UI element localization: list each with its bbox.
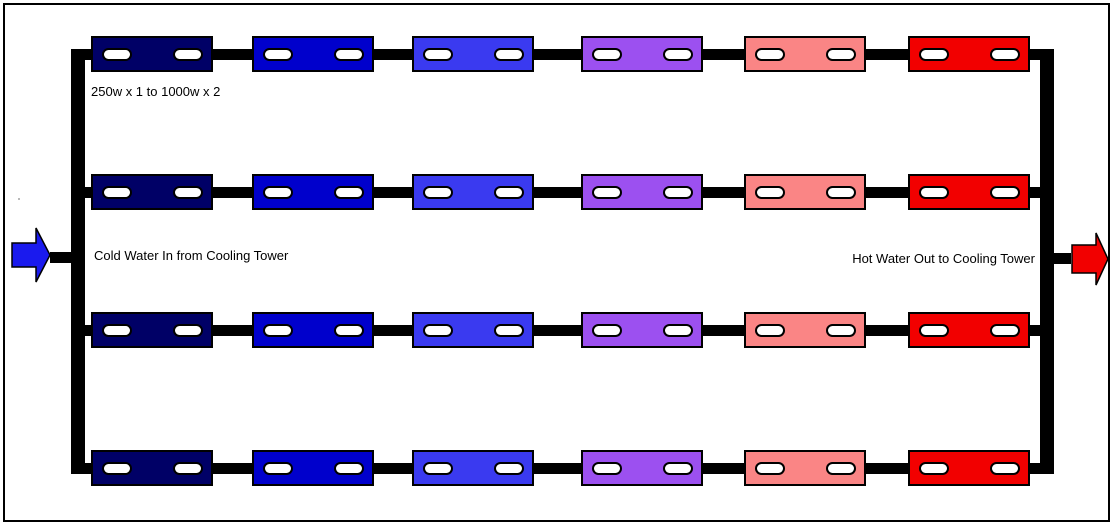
heater-port [263, 186, 293, 199]
heater-port [592, 186, 622, 199]
heater-port [990, 186, 1020, 199]
outer-frame [3, 3, 1110, 522]
heater-block [412, 450, 534, 486]
hot-water-arrow-icon [1071, 232, 1109, 286]
heater-block [581, 174, 703, 210]
heater-port [102, 186, 132, 199]
heater-port [663, 324, 693, 337]
heater-port [990, 48, 1020, 61]
heater-port [990, 324, 1020, 337]
heater-block [908, 312, 1030, 348]
right-header-pipe [1040, 49, 1054, 474]
heater-port [755, 462, 785, 475]
heater-port [494, 48, 524, 61]
heater-block [581, 36, 703, 72]
heater-port [919, 324, 949, 337]
heater-port [919, 48, 949, 61]
heater-block [412, 36, 534, 72]
heater-port [263, 324, 293, 337]
cold-water-label: Cold Water In from Cooling Tower [94, 248, 289, 263]
heater-block [908, 36, 1030, 72]
heater-port [423, 186, 453, 199]
row-pipe-2 [71, 187, 1054, 198]
heater-port [173, 186, 203, 199]
heater-block [908, 450, 1030, 486]
left-header-pipe [71, 49, 85, 474]
heater-port [494, 324, 524, 337]
heater-block [744, 36, 866, 72]
heater-port [334, 324, 364, 337]
heater-port [173, 324, 203, 337]
heater-block [252, 174, 374, 210]
heater-block [252, 450, 374, 486]
cold-inlet-stub [50, 252, 72, 263]
heater-block [91, 174, 213, 210]
heater-block [744, 450, 866, 486]
heater-block [744, 312, 866, 348]
heater-port [423, 324, 453, 337]
heater-block [581, 450, 703, 486]
heater-block [91, 36, 213, 72]
hot-water-label: Hot Water Out to Cooling Tower [852, 251, 1035, 266]
heater-block [412, 174, 534, 210]
artifact-dot [18, 198, 20, 200]
heater-port [263, 48, 293, 61]
heater-port [755, 48, 785, 61]
heater-port [173, 462, 203, 475]
heater-port [755, 324, 785, 337]
heater-port [826, 48, 856, 61]
heater-port [826, 186, 856, 199]
heater-port [919, 462, 949, 475]
heater-port [494, 186, 524, 199]
heater-port [334, 186, 364, 199]
heater-port [592, 48, 622, 61]
heater-block [91, 312, 213, 348]
heater-block [412, 312, 534, 348]
cold-water-arrow-icon [11, 227, 51, 283]
heater-port [263, 462, 293, 475]
heater-port [334, 462, 364, 475]
heater-port [334, 48, 364, 61]
heater-port [592, 462, 622, 475]
wattage-annotation: 250w x 1 to 1000w x 2 [91, 84, 221, 99]
heater-port [592, 324, 622, 337]
row-pipe-1 [71, 49, 1054, 60]
heater-port [663, 462, 693, 475]
heater-port [755, 186, 785, 199]
heater-block [581, 312, 703, 348]
heater-port [102, 48, 132, 61]
heater-block [908, 174, 1030, 210]
heater-port [423, 462, 453, 475]
heater-port [102, 324, 132, 337]
heater-block [91, 450, 213, 486]
heater-port [102, 462, 132, 475]
heater-port [826, 324, 856, 337]
row-pipe-4 [71, 463, 1054, 474]
heater-port [919, 186, 949, 199]
heater-port [663, 186, 693, 199]
row-pipe-3 [71, 325, 1054, 336]
heater-block [252, 312, 374, 348]
heater-port [990, 462, 1020, 475]
heater-port [663, 48, 693, 61]
heater-block [744, 174, 866, 210]
heater-port [826, 462, 856, 475]
hot-outlet-stub [1054, 253, 1071, 264]
heater-port [173, 48, 203, 61]
heater-block [252, 36, 374, 72]
heater-port [494, 462, 524, 475]
heater-port [423, 48, 453, 61]
